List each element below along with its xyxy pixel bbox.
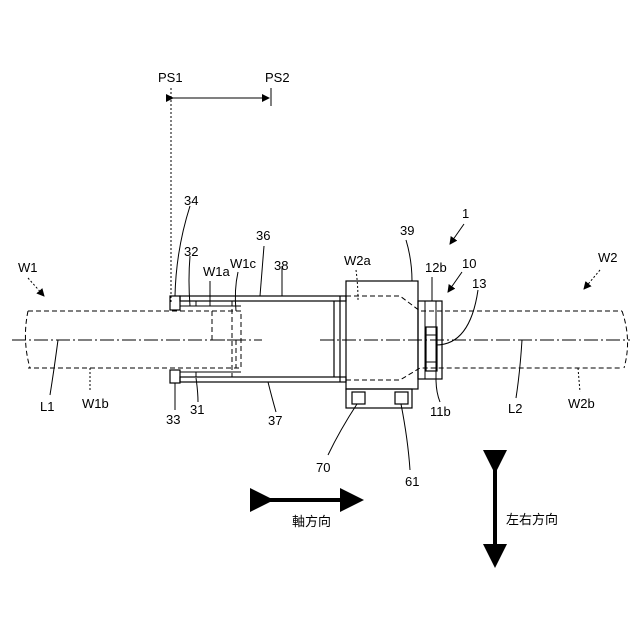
label-38: 38 bbox=[274, 258, 288, 273]
label-37: 37 bbox=[268, 413, 282, 428]
label-w2a: W2a bbox=[344, 253, 372, 268]
leader-39 bbox=[406, 240, 412, 281]
label-l1: L1 bbox=[40, 399, 54, 414]
label-36: 36 bbox=[256, 228, 270, 243]
label-70: 70 bbox=[316, 460, 330, 475]
label-w1a: W1a bbox=[203, 264, 231, 279]
upper-clamp-34 bbox=[170, 296, 180, 310]
label-w1b: W1b bbox=[82, 396, 109, 411]
label-33: 33 bbox=[166, 412, 180, 427]
lower-clamp-33 bbox=[170, 370, 180, 383]
label-12b: 12b bbox=[425, 260, 447, 275]
leader-l2 bbox=[516, 340, 522, 398]
label-w1: W1 bbox=[18, 260, 38, 275]
label-w1c: W1c bbox=[230, 256, 257, 271]
label-w2: W2 bbox=[598, 250, 618, 265]
label-l2: L2 bbox=[508, 401, 522, 416]
label-13: 13 bbox=[472, 276, 486, 291]
upper-guide-bar bbox=[180, 296, 346, 301]
main-body-39 bbox=[346, 281, 418, 389]
leader-36 bbox=[260, 246, 264, 296]
element-13 bbox=[426, 327, 437, 371]
leader-32 bbox=[189, 256, 190, 306]
label-11b: 11b bbox=[430, 404, 451, 419]
label-34: 34 bbox=[184, 193, 198, 208]
w1-pointer-arrow bbox=[28, 278, 44, 296]
w2-pointer-arrow bbox=[584, 270, 600, 289]
lower-guide-bar bbox=[180, 377, 346, 382]
label-39: 39 bbox=[400, 223, 414, 238]
workpiece-w1 bbox=[25, 311, 241, 368]
assembly-1-pointer-arrow bbox=[450, 224, 464, 244]
leader-70 bbox=[328, 404, 357, 455]
label-axial-direction: 軸方向 bbox=[292, 514, 331, 530]
component-70 bbox=[352, 392, 365, 404]
label-ps1: PS1 bbox=[158, 70, 183, 85]
label-1: 1 bbox=[462, 206, 469, 221]
leader-11b bbox=[436, 379, 440, 402]
component-61 bbox=[395, 392, 408, 404]
label-61: 61 bbox=[405, 474, 419, 489]
leader-61 bbox=[401, 404, 410, 470]
workpiece-w2 bbox=[346, 296, 628, 380]
label-ps2: PS2 bbox=[265, 70, 290, 85]
label-32: 32 bbox=[184, 244, 198, 259]
leader-37 bbox=[268, 382, 276, 412]
label-31: 31 bbox=[190, 402, 204, 417]
label-lateral-direction: 左右方向 bbox=[506, 512, 558, 528]
leader-w2b bbox=[578, 368, 580, 392]
unit-10-pointer-arrow bbox=[448, 272, 462, 292]
label-10: 10 bbox=[462, 256, 476, 271]
label-w2b: W2b bbox=[568, 396, 595, 411]
leader-w1c bbox=[235, 272, 238, 311]
